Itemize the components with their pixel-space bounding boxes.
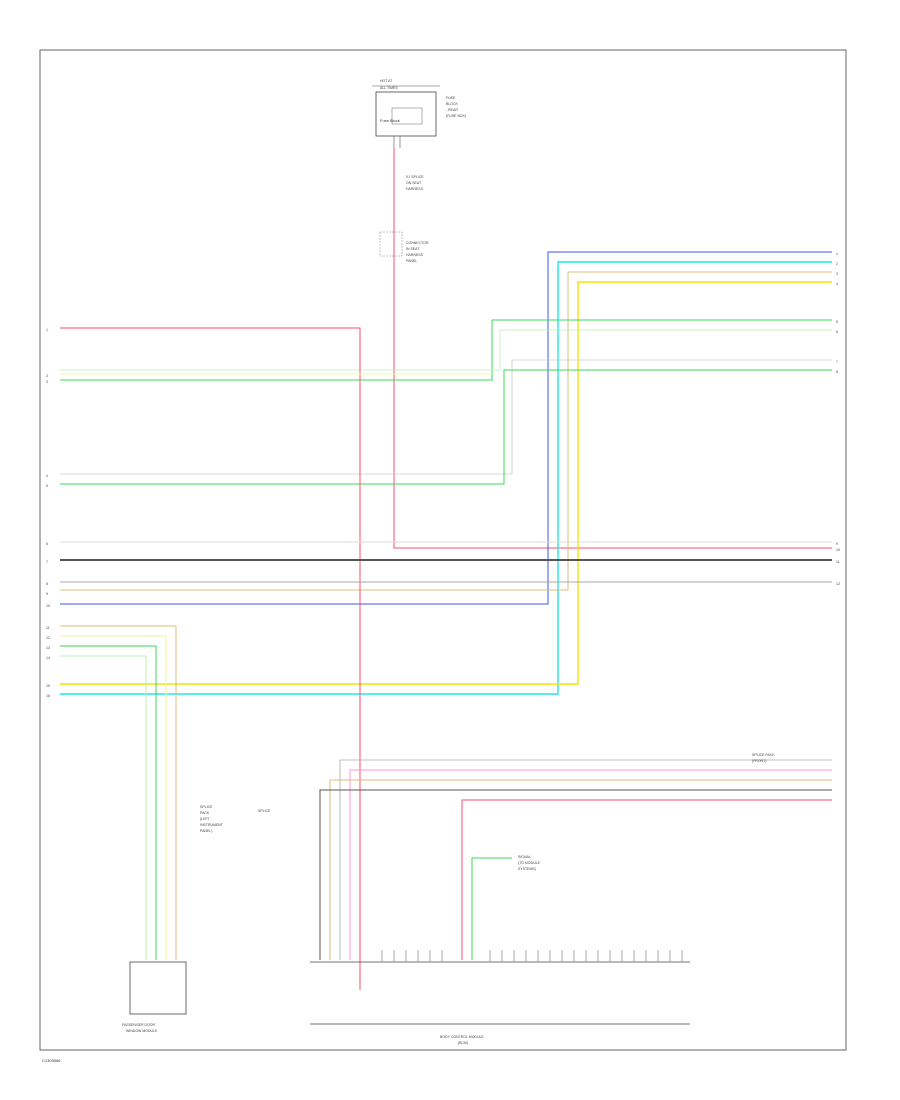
- svg-text:(FUSE BOX): (FUSE BOX): [446, 114, 466, 118]
- wire-gray-mid: [60, 359, 832, 475]
- svg-text:BLOCK: BLOCK: [446, 102, 459, 106]
- wire-red-feed: [393, 148, 832, 549]
- wire-door-green: [60, 645, 157, 960]
- svg-text:6: 6: [836, 330, 838, 334]
- svg-text:11: 11: [46, 626, 50, 630]
- svg-text:9: 9: [46, 592, 48, 596]
- svg-text:ALL TIMES: ALL TIMES: [380, 86, 398, 90]
- svg-text:4: 4: [46, 474, 48, 478]
- svg-text:(FRONT): (FRONT): [752, 759, 766, 763]
- svg-text:7: 7: [836, 360, 838, 364]
- wire-light-green: [60, 329, 832, 371]
- wire-tan: [60, 271, 832, 591]
- svg-text:16: 16: [46, 694, 50, 698]
- svg-text:4: 4: [836, 282, 838, 286]
- svg-text:8: 8: [836, 370, 838, 374]
- svg-text:1: 1: [836, 252, 838, 256]
- svg-text:9: 9: [836, 542, 838, 546]
- svg-text:6: 6: [46, 542, 48, 546]
- svg-text:15: 15: [46, 684, 50, 688]
- svg-text:3: 3: [46, 380, 48, 384]
- svg-text:(BCM): (BCM): [458, 1041, 468, 1045]
- svg-text:1: 1: [46, 328, 48, 332]
- bcm-wire-gray: [339, 759, 832, 960]
- svg-text:14: 14: [46, 656, 50, 660]
- svg-text:2: 2: [46, 374, 48, 378]
- svg-text:12: 12: [836, 582, 840, 586]
- svg-text:(TO MODULE: (TO MODULE: [518, 861, 541, 865]
- fuse-block-module: HOT AT ALL TIMES FUSE BLOCK - REAR (FUSE…: [372, 79, 466, 137]
- wire-green-top: [60, 319, 832, 381]
- svg-text:5: 5: [836, 320, 838, 324]
- svg-text:ON SEAT: ON SEAT: [406, 181, 422, 185]
- bcm-module: BODY CONTROL MODULE (BCM): [310, 961, 690, 1045]
- door-module: PASSENGER DOOR WINDOW MODULE: [122, 961, 187, 1033]
- svg-text:PASSENGER DOOR: PASSENGER DOOR: [122, 1023, 155, 1027]
- svg-text:SPLICE PACK: SPLICE PACK: [752, 753, 775, 757]
- wire-blue: [60, 251, 832, 605]
- svg-text:5: 5: [46, 484, 48, 488]
- wire-cyan: [60, 261, 832, 695]
- svg-text:13: 13: [46, 646, 50, 650]
- svg-text:HARNESS: HARNESS: [406, 253, 424, 257]
- splice-box: [379, 231, 403, 257]
- bcm-wire-black: [319, 789, 832, 960]
- wire-red-left: [60, 327, 361, 990]
- wire-door-yellow: [60, 635, 167, 960]
- svg-text:HOT AT: HOT AT: [380, 79, 393, 83]
- svg-text:PACK: PACK: [200, 811, 210, 815]
- svg-text:IN SEAT: IN SEAT: [406, 247, 420, 251]
- svg-text:WINDOW MODULE: WINDOW MODULE: [126, 1029, 158, 1033]
- svg-text:7: 7: [46, 560, 48, 564]
- svg-text:10: 10: [46, 604, 50, 608]
- bcm-wire-pink: [349, 769, 832, 960]
- wire-yellow: [60, 281, 832, 685]
- svg-text:11: 11: [836, 560, 840, 564]
- svg-text:HARNESS: HARNESS: [406, 187, 424, 191]
- svg-text:BODY CONTROL MODULE: BODY CONTROL MODULE: [440, 1035, 484, 1039]
- svg-text:INSTRUMENT: INSTRUMENT: [200, 823, 224, 827]
- svg-text:SYSTEMS): SYSTEMS): [518, 867, 536, 871]
- wire-door-tan: [60, 625, 177, 960]
- svg-text:- REAR: - REAR: [446, 108, 458, 112]
- svg-text:X1 SPLICE: X1 SPLICE: [406, 175, 424, 179]
- left-terminals: 1 2 3 4 5 6 7 8 9 10 11 12 13 14 15 16: [46, 328, 50, 698]
- svg-text:PANEL: PANEL: [406, 259, 417, 263]
- svg-text:8: 8: [46, 582, 48, 586]
- svg-text:FUSE: FUSE: [446, 96, 456, 100]
- svg-text:12: 12: [46, 636, 50, 640]
- bcm-wire-tan: [329, 779, 832, 960]
- diagram-id: C1309566: [42, 1058, 61, 1063]
- svg-text:10: 10: [836, 548, 840, 552]
- svg-text:2: 2: [836, 262, 838, 266]
- svg-text:3: 3: [836, 272, 838, 276]
- svg-text:SPLICE: SPLICE: [258, 809, 271, 813]
- svg-text:CONNECTOR: CONNECTOR: [406, 241, 429, 245]
- wire-lightyellow-mid: [60, 369, 832, 485]
- right-terminals: 1 2 3 4 5 6 7 8 9 10 11 12: [836, 252, 840, 586]
- svg-text:SIGNAL: SIGNAL: [518, 855, 531, 859]
- fuse-block-label: Fuse Block: [380, 118, 400, 123]
- svg-text:(LEFT: (LEFT: [200, 817, 211, 821]
- bcm-wire-red: [461, 799, 832, 960]
- svg-text:PANEL): PANEL): [200, 829, 212, 833]
- diagram-frame: [39, 49, 847, 1051]
- bcm-wire-green: [471, 857, 512, 960]
- wire-door-lightgreen: [60, 655, 147, 960]
- bcm-pins: [381, 950, 683, 962]
- svg-text:SPLICE: SPLICE: [200, 805, 213, 809]
